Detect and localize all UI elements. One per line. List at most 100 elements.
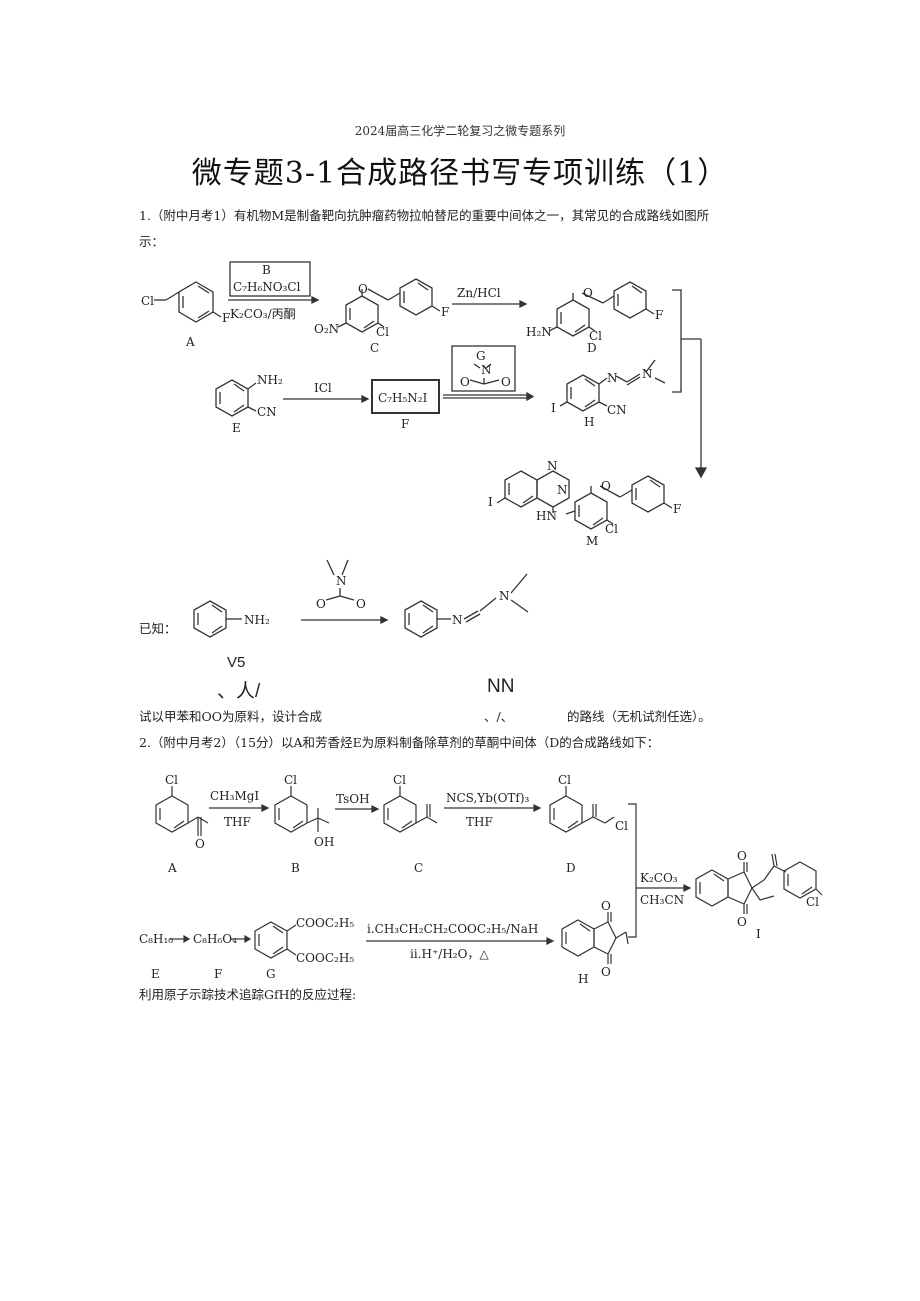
s2-ch3mgi: CH₃MgI <box>210 789 259 803</box>
a-cl-label: Cl <box>141 294 154 308</box>
s2-compound-b: Cl OH B <box>274 773 334 875</box>
reaction-arrow-c-to-d: Zn/HCl <box>452 286 528 309</box>
series-header: 2024届高三化学二轮复习之微专题系列 <box>354 124 566 138</box>
reagent-g-label: G <box>476 349 486 363</box>
g-o2-label: O <box>501 375 511 389</box>
fragment-ren: 、人/ <box>217 681 261 702</box>
h-cn-label: CN <box>607 403 627 417</box>
s2-compound-a: Cl O A <box>155 773 209 875</box>
known-label: 已知： <box>139 621 177 636</box>
compound-e: NH₂ CN E <box>215 373 283 435</box>
q1-stem-line2: 示： <box>139 234 165 249</box>
m-n1-label: N <box>547 459 558 473</box>
compound-c: O F Cl O₂N C <box>314 278 449 355</box>
reagent-k2co3-acetone: K₂CO₃/丙酮 <box>230 307 296 321</box>
label-compound-h: H <box>584 415 594 429</box>
reaction-arrow-a-to-c: B C₇H₆NO₃Cl K₂CO₃/丙酮 <box>228 261 320 321</box>
s2-arrow-g-to-h: ⅰ.CH₃CH₂CH₂COOC₂H₅/NaH ⅱ.H⁺/H₂O，△ <box>366 922 555 961</box>
label-compound-a: A <box>185 335 195 349</box>
known-reaction: NH₂ N O O N N <box>193 559 529 638</box>
s2i-cl: Cl <box>806 895 819 909</box>
q2-stem: 2.（附中月考2）（15分）以A和芳香烃E为原料制备除草剂的草酮中间体（D的合成… <box>139 735 660 750</box>
label-compound-c: C <box>370 341 379 355</box>
q1-stem-line1: 1.（附中月考1）有机物M是制备靶向抗肿瘤药物拉帕替尼的重要中间体之一，其常见的… <box>139 208 710 223</box>
m-f-label: F <box>673 502 681 516</box>
label-compound-f: F <box>401 417 409 431</box>
label-compound-d: D <box>587 341 597 355</box>
s2d-cl: Cl <box>558 773 571 787</box>
s2g-cooet1: COOC₂H₅ <box>296 916 354 930</box>
s2b-oh: OH <box>314 835 334 849</box>
h-i-label: I <box>551 401 556 415</box>
h-n1-label: N <box>607 371 618 385</box>
m-cl-label: Cl <box>605 522 618 536</box>
s2-arrow-c-to-d: NCS,Yb(OTf)₃ THF <box>444 791 542 829</box>
f-formula: C₇H₅N₂I <box>378 391 428 405</box>
c-no2-label: O₂N <box>314 322 339 336</box>
fragment-nn: NN <box>487 676 515 697</box>
known-nh2-label: NH₂ <box>244 613 270 627</box>
s2a-cl: Cl <box>165 773 178 787</box>
reagent-b-formula: C₇H₆NO₃Cl <box>233 280 301 294</box>
q1-task-part1: 试以甲苯和OO为原料，设计合成 <box>139 709 322 724</box>
s2-formula-e: C₈H₁₀ <box>139 932 173 946</box>
reaction-arrow-f-to-h: G N O O <box>443 345 535 402</box>
known-reagent-o2: O <box>356 597 366 611</box>
s2-convergent-bracket: K₂CO₃ CH₃CN <box>628 803 692 938</box>
c-cl-label: Cl <box>376 325 389 339</box>
s2-label-i: I <box>756 927 761 941</box>
reagent-icl: ICl <box>314 381 332 395</box>
s2-tsoh: TsOH <box>336 792 370 806</box>
s2-label-f: F <box>214 967 222 981</box>
m-o-label: O <box>601 479 611 493</box>
reaction-arrow-e-to-f: ICl <box>283 381 370 404</box>
s2-label-d: D <box>566 861 576 875</box>
compound-a: Cl F A <box>141 281 230 349</box>
q2-trace-prompt: 利用原子示踪技术追踪GfH的反应过程: <box>139 987 357 1002</box>
compound-h: N N CN I H <box>551 359 666 429</box>
compound-m: N N I HN O F Cl M <box>488 459 681 548</box>
s2-thf-2: THF <box>466 815 493 829</box>
s2-step-i: ⅰ.CH₃CH₂CH₂COOC₂H₅/NaH <box>367 922 538 936</box>
s2h-o2: O <box>601 965 611 979</box>
m-hn-label: HN <box>536 509 557 523</box>
s2-arrow-b-to-c: TsOH <box>335 792 380 813</box>
c-f-label: F <box>441 305 449 319</box>
fragment-v5: V5 <box>227 654 246 671</box>
d-cl-label: Cl <box>589 329 602 343</box>
s2-label-b: B <box>291 861 300 875</box>
s2-label-a: A <box>167 861 177 875</box>
s2-k2co3: K₂CO₃ <box>640 871 678 885</box>
s2-compound-c: Cl C <box>383 773 438 875</box>
g-o1-label: O <box>460 375 470 389</box>
s2-label-e: E <box>151 967 160 981</box>
known-reagent-n-label: N <box>336 574 347 588</box>
s2a-o: O <box>195 837 205 851</box>
m-i-label: I <box>488 495 493 509</box>
s2-formula-f: C₈H₆O₄ <box>193 932 237 946</box>
s2-thf-1: THF <box>224 815 251 829</box>
known-product-n2: N <box>499 589 510 603</box>
h-n2-label: N <box>642 367 653 381</box>
s2h-o1: O <box>601 899 611 913</box>
s2b-cl: Cl <box>284 773 297 787</box>
s2-step-ii: ⅱ.H⁺/H₂O，△ <box>410 947 489 961</box>
s2-label-g: G <box>266 967 276 981</box>
convergent-bracket <box>672 289 708 479</box>
e-nh2-label: NH₂ <box>257 373 283 387</box>
m-n2-label: N <box>557 483 568 497</box>
known-product-n1: N <box>452 613 463 627</box>
s2d-cl2: Cl <box>615 819 628 833</box>
s2-compound-h: O O H <box>561 899 629 986</box>
label-compound-m: M <box>586 534 598 548</box>
s2-ch3cn: CH₃CN <box>640 893 684 907</box>
label-compound-e: E <box>232 421 241 435</box>
known-reagent-o1: O <box>316 597 326 611</box>
s2-label-c: C <box>414 861 423 875</box>
s2-arrow-a-to-b: CH₃MgI THF <box>209 789 270 829</box>
g-n-label: N <box>481 363 492 377</box>
s2-ncs: NCS,Yb(OTf)₃ <box>446 791 530 805</box>
c-o-label: O <box>358 282 368 296</box>
